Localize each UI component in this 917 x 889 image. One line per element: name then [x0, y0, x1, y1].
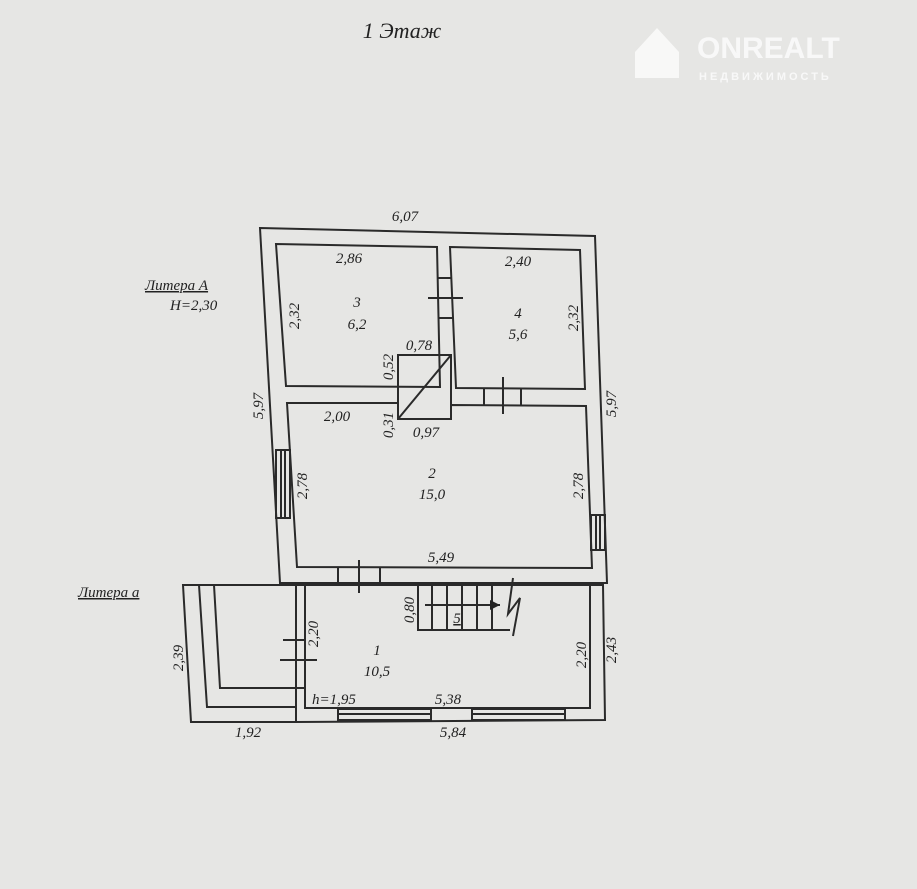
dim-room4-top: 2,40: [505, 254, 532, 270]
chimney: [397, 354, 452, 420]
stairs-5: [417, 577, 521, 637]
room-1: [304, 585, 591, 709]
room-2: [285, 402, 594, 570]
dim-chimney-left: 0,52: [381, 353, 397, 380]
litera-a-main: Литера А H=2,30: [144, 278, 218, 314]
dim-room3-top: 2,86: [336, 251, 363, 267]
dim-room2-left: 2,78: [295, 472, 311, 499]
arrow-icon: [490, 600, 500, 610]
dim-chimney-lower-left: 0,31: [381, 412, 397, 438]
dim-annex-bottom: 5,84: [440, 725, 467, 741]
room-4-number: 4: [514, 306, 522, 322]
dim-chimney-top: 0,78: [406, 338, 433, 354]
window-bottom-2: [471, 708, 566, 721]
room-2-number: 2: [428, 466, 436, 482]
dim-room1-left: 2,20: [306, 620, 322, 647]
door-annex: [280, 639, 317, 689]
watermark-logo: ONREALT НЕДВИЖИМОСТЬ: [635, 28, 840, 83]
dim-outer-left: 5,97: [251, 391, 267, 419]
floor-title: 1 Этаж: [363, 18, 442, 43]
ceiling-height: H=2,30: [169, 298, 218, 314]
door-1-2: [337, 560, 381, 593]
dim-room1-right: 2,20: [574, 641, 590, 668]
watermark-subtitle: НЕДВИЖИМОСТЬ: [699, 71, 832, 83]
room-1-number: 1: [373, 643, 381, 659]
room-3: [274, 242, 442, 389]
dim-annex-outer-right: 2,43: [604, 637, 620, 663]
room-4: [448, 245, 587, 391]
annex-height: h=1,95: [312, 692, 356, 708]
annex-inner-wall-2: [213, 584, 296, 689]
litera-label: Литера А: [144, 278, 209, 294]
door-2-4: [483, 377, 522, 414]
litera-annex-label: Литера а: [77, 585, 139, 601]
dim-chimney-bottom: 0,97: [413, 425, 441, 441]
door-3-4: [428, 277, 463, 319]
dim-outer-right: 5,97: [604, 389, 620, 417]
window-right: [590, 514, 606, 551]
window-left: [275, 449, 291, 519]
dim-room1-bottom: 5,38: [435, 692, 462, 708]
porch-outer-wall: [295, 584, 607, 724]
dim-outer-top: 6,07: [392, 209, 420, 225]
dim-stairs-width: 0,80: [402, 596, 418, 623]
room-3-number: 3: [352, 295, 361, 311]
room-5-number: 5: [453, 611, 461, 627]
room-3-area: 6,2: [348, 317, 367, 333]
dim-annex-left: 2,39: [171, 644, 187, 671]
dim-room3-left: 2,32: [287, 302, 303, 329]
window-bottom-1: [337, 708, 432, 721]
dim-annex-bottom-left: 1,92: [235, 725, 262, 741]
annex-inner-wall: [198, 584, 296, 708]
watermark-brand: ONREALT: [697, 32, 840, 65]
dim-room2-top: 2,00: [324, 409, 351, 425]
dim-room2-right: 2,78: [571, 472, 587, 499]
room-4-area: 5,6: [509, 327, 528, 343]
main-house-outer-wall: [258, 226, 609, 584]
room-2-area: 15,0: [419, 487, 446, 503]
room-1-area: 10,5: [364, 664, 391, 680]
dim-room4-right: 2,32: [566, 304, 582, 331]
house-icon: [635, 28, 679, 78]
dim-room2-bottom: 5,49: [428, 550, 455, 566]
